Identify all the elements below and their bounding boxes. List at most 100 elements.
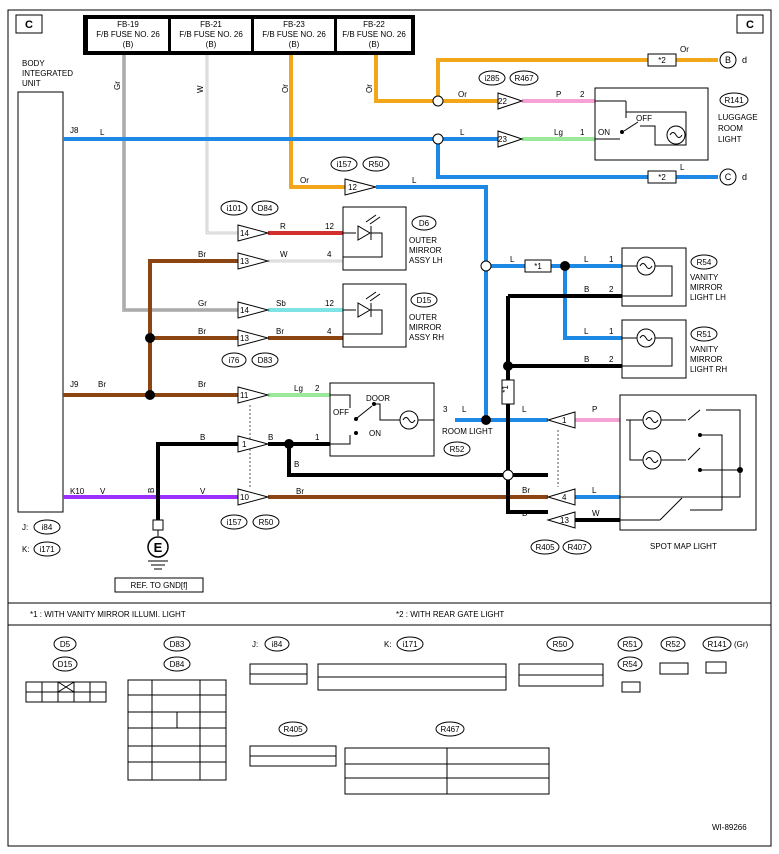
svg-text:Br: Br (276, 327, 284, 336)
wire-orange-23 (289, 55, 345, 189)
svg-text:1: 1 (242, 440, 247, 449)
svg-text:Br: Br (522, 486, 530, 495)
svg-text:DOOR: DOOR (366, 394, 390, 403)
svg-text:13: 13 (560, 516, 569, 525)
svg-text:W: W (280, 250, 288, 259)
svg-text:D15: D15 (58, 660, 73, 669)
fuse-3-desc: F/B FUSE NO. 26 (262, 30, 326, 39)
svg-text:SPOT MAP LIGHT: SPOT MAP LIGHT (650, 542, 717, 551)
fuse-4-sub: (B) (369, 40, 380, 49)
fuse-3-sub: (B) (289, 40, 300, 49)
svg-text:Br: Br (296, 487, 304, 496)
note-2: *2 : WITH REAR GATE LIGHT (396, 610, 504, 619)
svg-text:D5: D5 (60, 640, 71, 649)
svg-text:3: 3 (443, 405, 448, 414)
svg-text:ASSY LH: ASSY LH (409, 256, 443, 265)
svg-text:ON: ON (369, 429, 381, 438)
svg-text:OUTER: OUTER (409, 313, 437, 322)
svg-text:R141: R141 (707, 640, 727, 649)
svg-text:Or: Or (458, 90, 467, 99)
svg-text:Or: Or (281, 84, 290, 93)
svg-text:13: 13 (240, 334, 249, 343)
svg-text:MIRROR: MIRROR (690, 283, 723, 292)
svg-text:1: 1 (609, 327, 614, 336)
svg-text:2: 2 (609, 355, 614, 364)
ground-symbol: E REF. TO GND[f] (114, 519, 204, 593)
svg-text:B: B (522, 509, 527, 518)
splices (145, 95, 570, 481)
svg-text:J:: J: (22, 523, 28, 532)
outer-mirror-lh: D6 OUTER MIRROR ASSY LH (342, 206, 443, 271)
svg-text:B: B (584, 355, 589, 364)
svg-text:Gr: Gr (198, 299, 207, 308)
svg-text:W: W (592, 509, 600, 518)
svg-text:ROOM LIGHT: ROOM LIGHT (442, 427, 493, 436)
svg-text:10: 10 (240, 493, 249, 502)
svg-text:UNIT: UNIT (22, 79, 41, 88)
svg-text:Br: Br (198, 250, 206, 259)
svg-text:R: R (280, 222, 286, 231)
svg-text:R405: R405 (535, 543, 555, 552)
svg-text:REF. TO GND[f]: REF. TO GND[f] (130, 581, 187, 590)
svg-text:LIGHT: LIGHT (718, 135, 742, 144)
svg-text:L: L (412, 176, 417, 185)
wire-color-labels: Gr W Or Or Or Or P L L Lg L Or L R Br W … (98, 45, 689, 518)
svg-text:4: 4 (327, 250, 332, 259)
fuse-2-desc: F/B FUSE NO. 26 (179, 30, 243, 39)
svg-text:2: 2 (315, 384, 320, 393)
svg-text:12: 12 (348, 183, 357, 192)
svg-text:11: 11 (240, 391, 249, 400)
fuse-1-name: FB-19 (117, 20, 139, 29)
svg-text:R407: R407 (567, 543, 587, 552)
svg-text:D15: D15 (417, 296, 432, 305)
fuse-4-desc: F/B FUSE NO. 26 (342, 30, 406, 39)
svg-text:12: 12 (325, 222, 334, 231)
fuse-box: FB-19 F/B FUSE NO. 26 (B) FB-21 F/B FUSE… (83, 15, 415, 55)
svg-text:LIGHT LH: LIGHT LH (690, 293, 726, 302)
svg-text:MIRROR: MIRROR (409, 323, 442, 332)
svg-text:K:: K: (22, 545, 30, 554)
svg-text:B: B (725, 55, 731, 65)
svg-text:R141: R141 (724, 96, 744, 105)
section-marker-right (736, 14, 764, 34)
svg-text:MIRROR: MIRROR (690, 355, 723, 364)
svg-text:12: 12 (325, 299, 334, 308)
spot-map-light: SPOT MAP LIGHT (619, 394, 757, 551)
svg-text:i101: i101 (226, 204, 242, 213)
pin-labels: 22 23 12 14 13 14 13 11 1 10 1 4 13 2 1 … (240, 90, 614, 525)
svg-text:Br: Br (198, 380, 206, 389)
room-light: DOOR OFF ON ROOM LIGHT R52 (329, 382, 493, 457)
svg-text:d: d (742, 55, 747, 65)
pin-j9: J9 (70, 380, 79, 389)
vanity-mirror-light-rh: R51 VANITY MIRROR LIGHT RH (621, 319, 727, 379)
svg-text:L: L (584, 327, 589, 336)
svg-text:Or: Or (300, 176, 309, 185)
svg-text:1: 1 (580, 128, 585, 137)
svg-text:L: L (680, 163, 685, 172)
svg-text:L: L (100, 128, 105, 137)
svg-text:(Gr): (Gr) (734, 640, 749, 649)
svg-text:13: 13 (240, 257, 249, 266)
svg-text:4: 4 (327, 327, 332, 336)
fuse-3-name: FB-23 (283, 20, 305, 29)
svg-text:Lg: Lg (554, 128, 563, 137)
svg-text:E: E (154, 540, 163, 555)
svg-text:P: P (592, 405, 597, 414)
body-integrated-unit: BODY INTEGRATED UNIT J8 J9 K10 J: K: i84… (17, 59, 85, 557)
svg-text:L: L (460, 128, 465, 137)
fuse-4-name: FB-22 (363, 20, 385, 29)
outer-mirror-rh: D15 OUTER MIRROR ASSY RH (342, 283, 444, 348)
svg-text:MIRROR: MIRROR (409, 246, 442, 255)
fuse-1-desc: F/B FUSE NO. 26 (96, 30, 160, 39)
connector-legend: D5 D15 D83 D84 J: i84 K: i171 (25, 636, 749, 795)
svg-text:23: 23 (498, 135, 507, 144)
svg-text:D6: D6 (419, 219, 430, 228)
svg-text:i157: i157 (226, 518, 242, 527)
wire-gray (122, 55, 238, 312)
svg-text:i84: i84 (272, 640, 283, 649)
outer-frame (7, 9, 772, 847)
svg-text:R405: R405 (283, 725, 303, 734)
svg-text:OUTER: OUTER (409, 236, 437, 245)
svg-text:Or: Or (365, 84, 374, 93)
